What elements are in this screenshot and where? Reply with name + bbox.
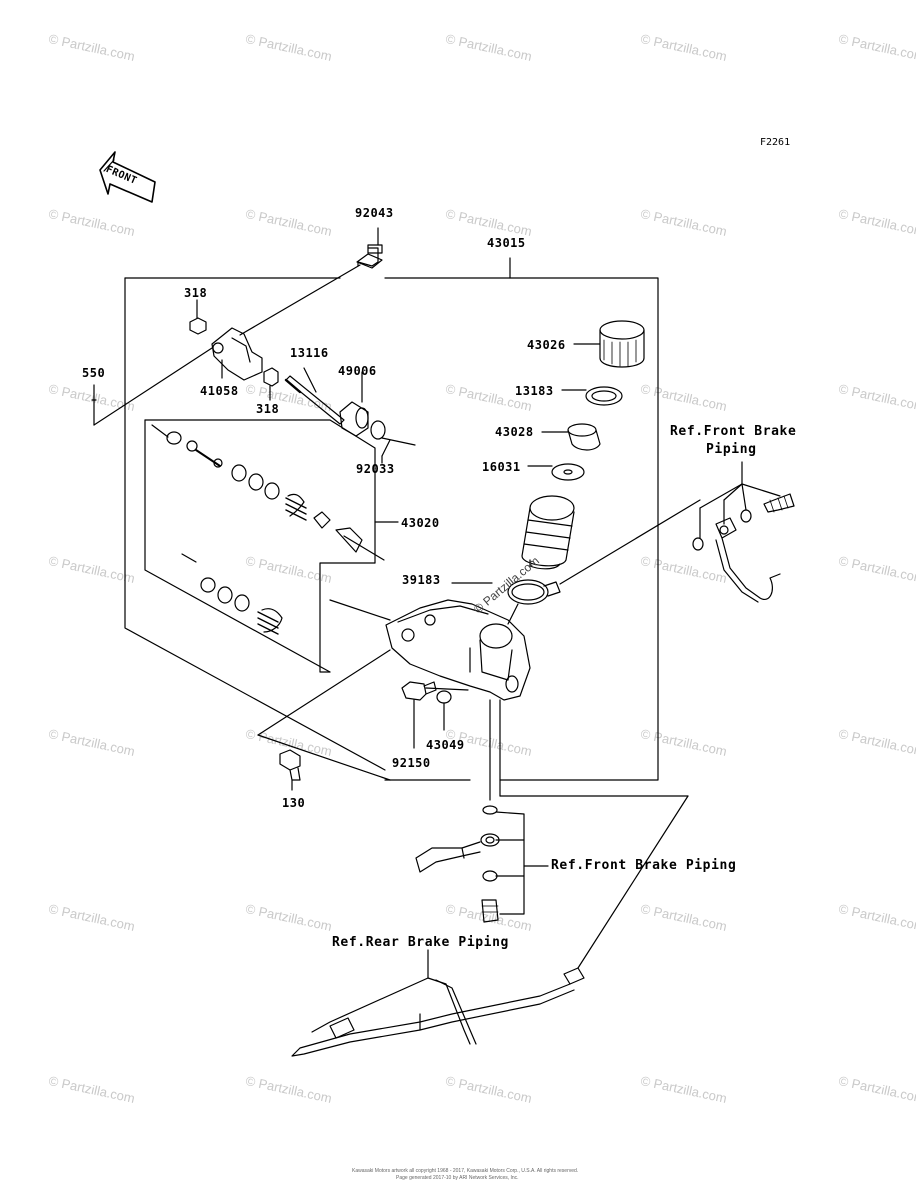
- part-label-92150[interactable]: 92150: [392, 756, 431, 770]
- part-label-13116[interactable]: 13116: [290, 346, 329, 360]
- part-label-92033[interactable]: 92033: [356, 462, 395, 476]
- part-label-43028[interactable]: 43028: [495, 425, 534, 439]
- ref-front-brake-piping-lower[interactable]: Ref.Front Brake Piping: [551, 858, 737, 873]
- part-label-41058[interactable]: 41058: [200, 384, 239, 398]
- copyright-line-2: Page generated 2017-10 by ARI Network Se…: [396, 1175, 519, 1181]
- part-label-39183[interactable]: 39183: [402, 573, 441, 587]
- part-label-550[interactable]: 550: [82, 366, 106, 380]
- part-label-130[interactable]: 130: [282, 796, 306, 810]
- part-label-43015[interactable]: 43015: [487, 236, 526, 250]
- part-label-318-upper[interactable]: 318: [184, 286, 208, 300]
- part-label-43026[interactable]: 43026: [527, 338, 566, 352]
- ref-front-brake-piping-upper-line1[interactable]: Ref.Front Brake: [670, 424, 797, 439]
- ref-rear-brake-piping[interactable]: Ref.Rear Brake Piping: [332, 935, 509, 950]
- part-label-43049[interactable]: 43049: [426, 738, 465, 752]
- part-label-43020[interactable]: 43020: [401, 516, 440, 530]
- part-label-13183[interactable]: 13183: [515, 384, 554, 398]
- diagram-code: F2261: [760, 137, 791, 148]
- copyright-line-1: Kawasaki Motors artwork all copyright 19…: [352, 1168, 579, 1174]
- ref-front-brake-piping-upper-line2[interactable]: Piping: [706, 442, 757, 457]
- assembly-43015-bracket: [124, 277, 659, 781]
- part-label-92043[interactable]: 92043: [355, 206, 394, 220]
- front-arrow-icon: [99, 151, 156, 203]
- part-label-16031[interactable]: 16031: [482, 460, 521, 474]
- part-label-318-lower[interactable]: 318: [256, 402, 280, 416]
- part-label-49006[interactable]: 49006: [338, 364, 377, 378]
